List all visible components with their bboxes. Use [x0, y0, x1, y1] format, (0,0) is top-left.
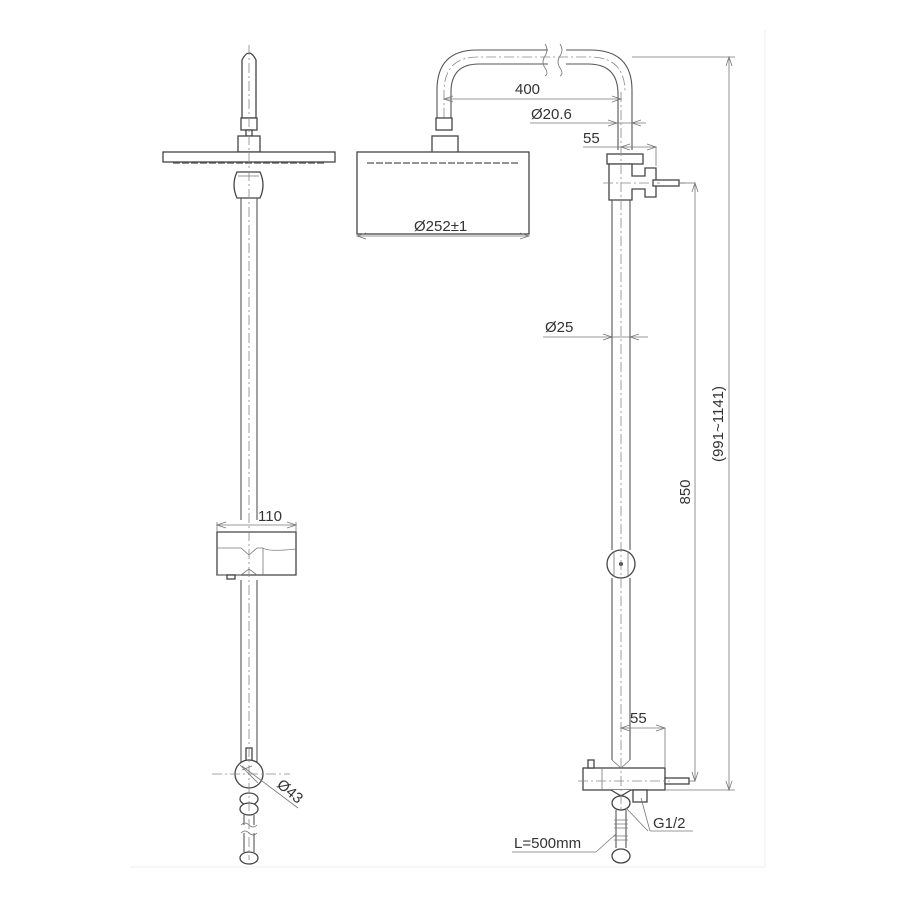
dim-pipe-diameter: Ø25 [543, 319, 648, 341]
side-hose [611, 795, 631, 864]
dim-hose-length: L=500mm [512, 833, 617, 853]
dim-total-height: (991~1141) [665, 55, 735, 792]
side-mixer-valve [582, 759, 690, 803]
side-shower-arm [436, 49, 633, 150]
label-arm-length: 400 [515, 81, 540, 98]
label-hose-length: L=500mm [514, 835, 581, 852]
front-swivel-joint [233, 171, 264, 199]
side-wall-bracket [606, 153, 685, 201]
front-view: 110 Ø43 [162, 45, 336, 865]
front-hand-shower-holder [216, 531, 297, 580]
side-view: 400 Ø20.6 55 Ø252±1 [355, 43, 735, 864]
label-valve-offset: 55 [630, 710, 647, 727]
label-holder-width: 110 [258, 508, 282, 525]
label-inlet-thread: G1/2 [653, 815, 686, 832]
dim-arm-diameter: Ø20.6 [530, 106, 646, 127]
label-total-height: (991~1141) [710, 386, 727, 462]
dim-holder-width: 110 [215, 508, 298, 532]
label-bracket-offset: 55 [583, 130, 600, 147]
side-shower-head [356, 151, 530, 235]
label-pipe-diameter: Ø25 [545, 319, 573, 336]
label-bracket-to-valve: 850 [677, 479, 694, 504]
dim-arm-length: 400 [442, 81, 623, 103]
label-head-diameter: Ø252±1 [414, 218, 467, 235]
dim-bracket-offset: 55 [583, 130, 658, 166]
dim-bracket-to-valve: 850 [677, 181, 699, 783]
dim-head-diameter: Ø252±1 [355, 218, 531, 240]
sheet-border [130, 30, 766, 868]
label-arm-diameter: Ø20.6 [531, 106, 572, 123]
dim-valve-offset: 55 [619, 710, 667, 768]
dim-inlet-thread: G1/2 [625, 797, 693, 832]
label-valve-diameter: Ø43 [273, 776, 306, 807]
